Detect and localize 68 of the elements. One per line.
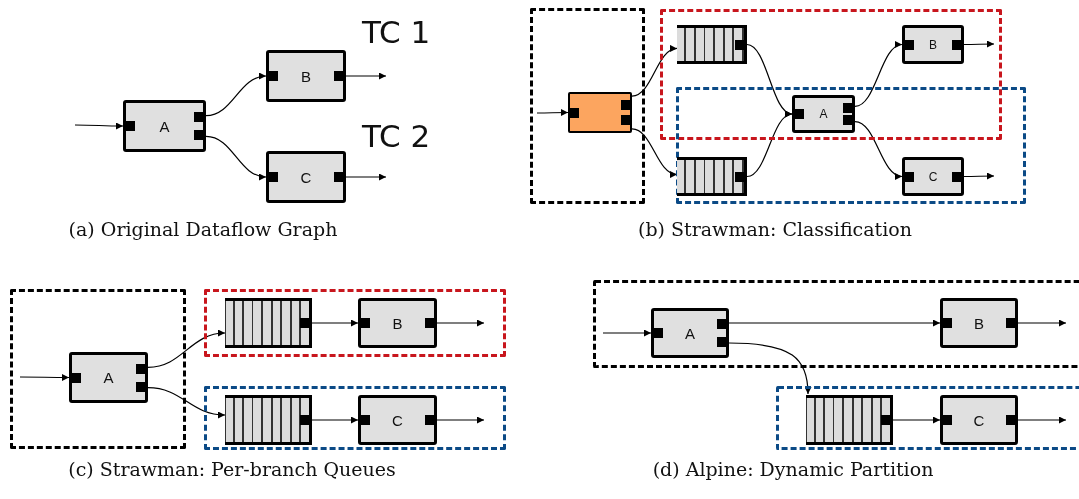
process-box (902, 157, 964, 196)
node-label: B (392, 314, 403, 332)
classifier-box (568, 92, 632, 133)
figure-caption: (d) Alpine: Dynamic Partition (652, 458, 934, 480)
arrow (345, 72, 387, 80)
arrow (1017, 416, 1067, 424)
dashed-partition (776, 386, 1079, 450)
traffic-class-label: TC 2 (362, 118, 431, 154)
arrow (536, 109, 569, 116)
arrow (854, 121, 903, 179)
node-label: A (819, 107, 828, 121)
node-label: B (301, 67, 311, 85)
arrow (963, 40, 995, 48)
arrow (602, 329, 652, 337)
node-label: C (300, 168, 312, 186)
node-label: B (929, 37, 937, 52)
process-box (792, 95, 855, 133)
arrow (345, 173, 387, 181)
process-box (69, 352, 148, 403)
queue-drawing (225, 395, 312, 445)
process-box (902, 25, 964, 64)
figure-caption: (a) Original Dataflow Graph (68, 218, 338, 240)
arrow (1017, 319, 1067, 327)
arrow (147, 387, 226, 419)
arrow (963, 172, 995, 180)
node-label: A (685, 324, 695, 342)
traffic-class-label: TC 1 (362, 14, 431, 50)
arrow (205, 73, 267, 117)
queue-drawing (677, 157, 747, 196)
arrow (854, 42, 903, 107)
process-box (358, 298, 437, 348)
arrow (205, 135, 267, 180)
dashed-partition (204, 289, 506, 357)
queue-drawing (677, 25, 747, 64)
arrow (728, 319, 941, 327)
process-box (940, 298, 1018, 348)
arrow (19, 374, 70, 381)
queue-drawing (806, 395, 893, 445)
node-label: C (928, 169, 938, 184)
node-label: C (392, 411, 403, 429)
arrow (892, 416, 941, 424)
arrow (311, 319, 359, 327)
arrow (631, 128, 678, 177)
arrow (631, 46, 678, 97)
node-label: A (159, 117, 170, 135)
dashed-partition (204, 386, 506, 450)
process-box (266, 50, 346, 102)
dashed-partition (10, 289, 186, 449)
dashed-partition (530, 8, 645, 204)
arrow (147, 330, 226, 368)
process-box (358, 395, 437, 445)
figure-caption: (c) Strawman: Per-branch Queues (68, 458, 396, 480)
node-label: B (974, 314, 984, 332)
arrow (74, 122, 124, 130)
arrow (436, 319, 485, 327)
process-box (123, 100, 206, 152)
dashed-partition (593, 280, 1079, 368)
queue-drawing (225, 298, 312, 348)
process-box (940, 395, 1018, 445)
arrow (311, 416, 359, 424)
arrow (436, 416, 485, 424)
node-label: C (973, 411, 985, 429)
arrow (728, 342, 812, 395)
process-box (651, 308, 729, 358)
figure-caption: (b) Strawman: Classification (638, 218, 912, 240)
process-box (266, 151, 346, 203)
arrow (746, 112, 793, 178)
node-label: A (103, 369, 114, 386)
